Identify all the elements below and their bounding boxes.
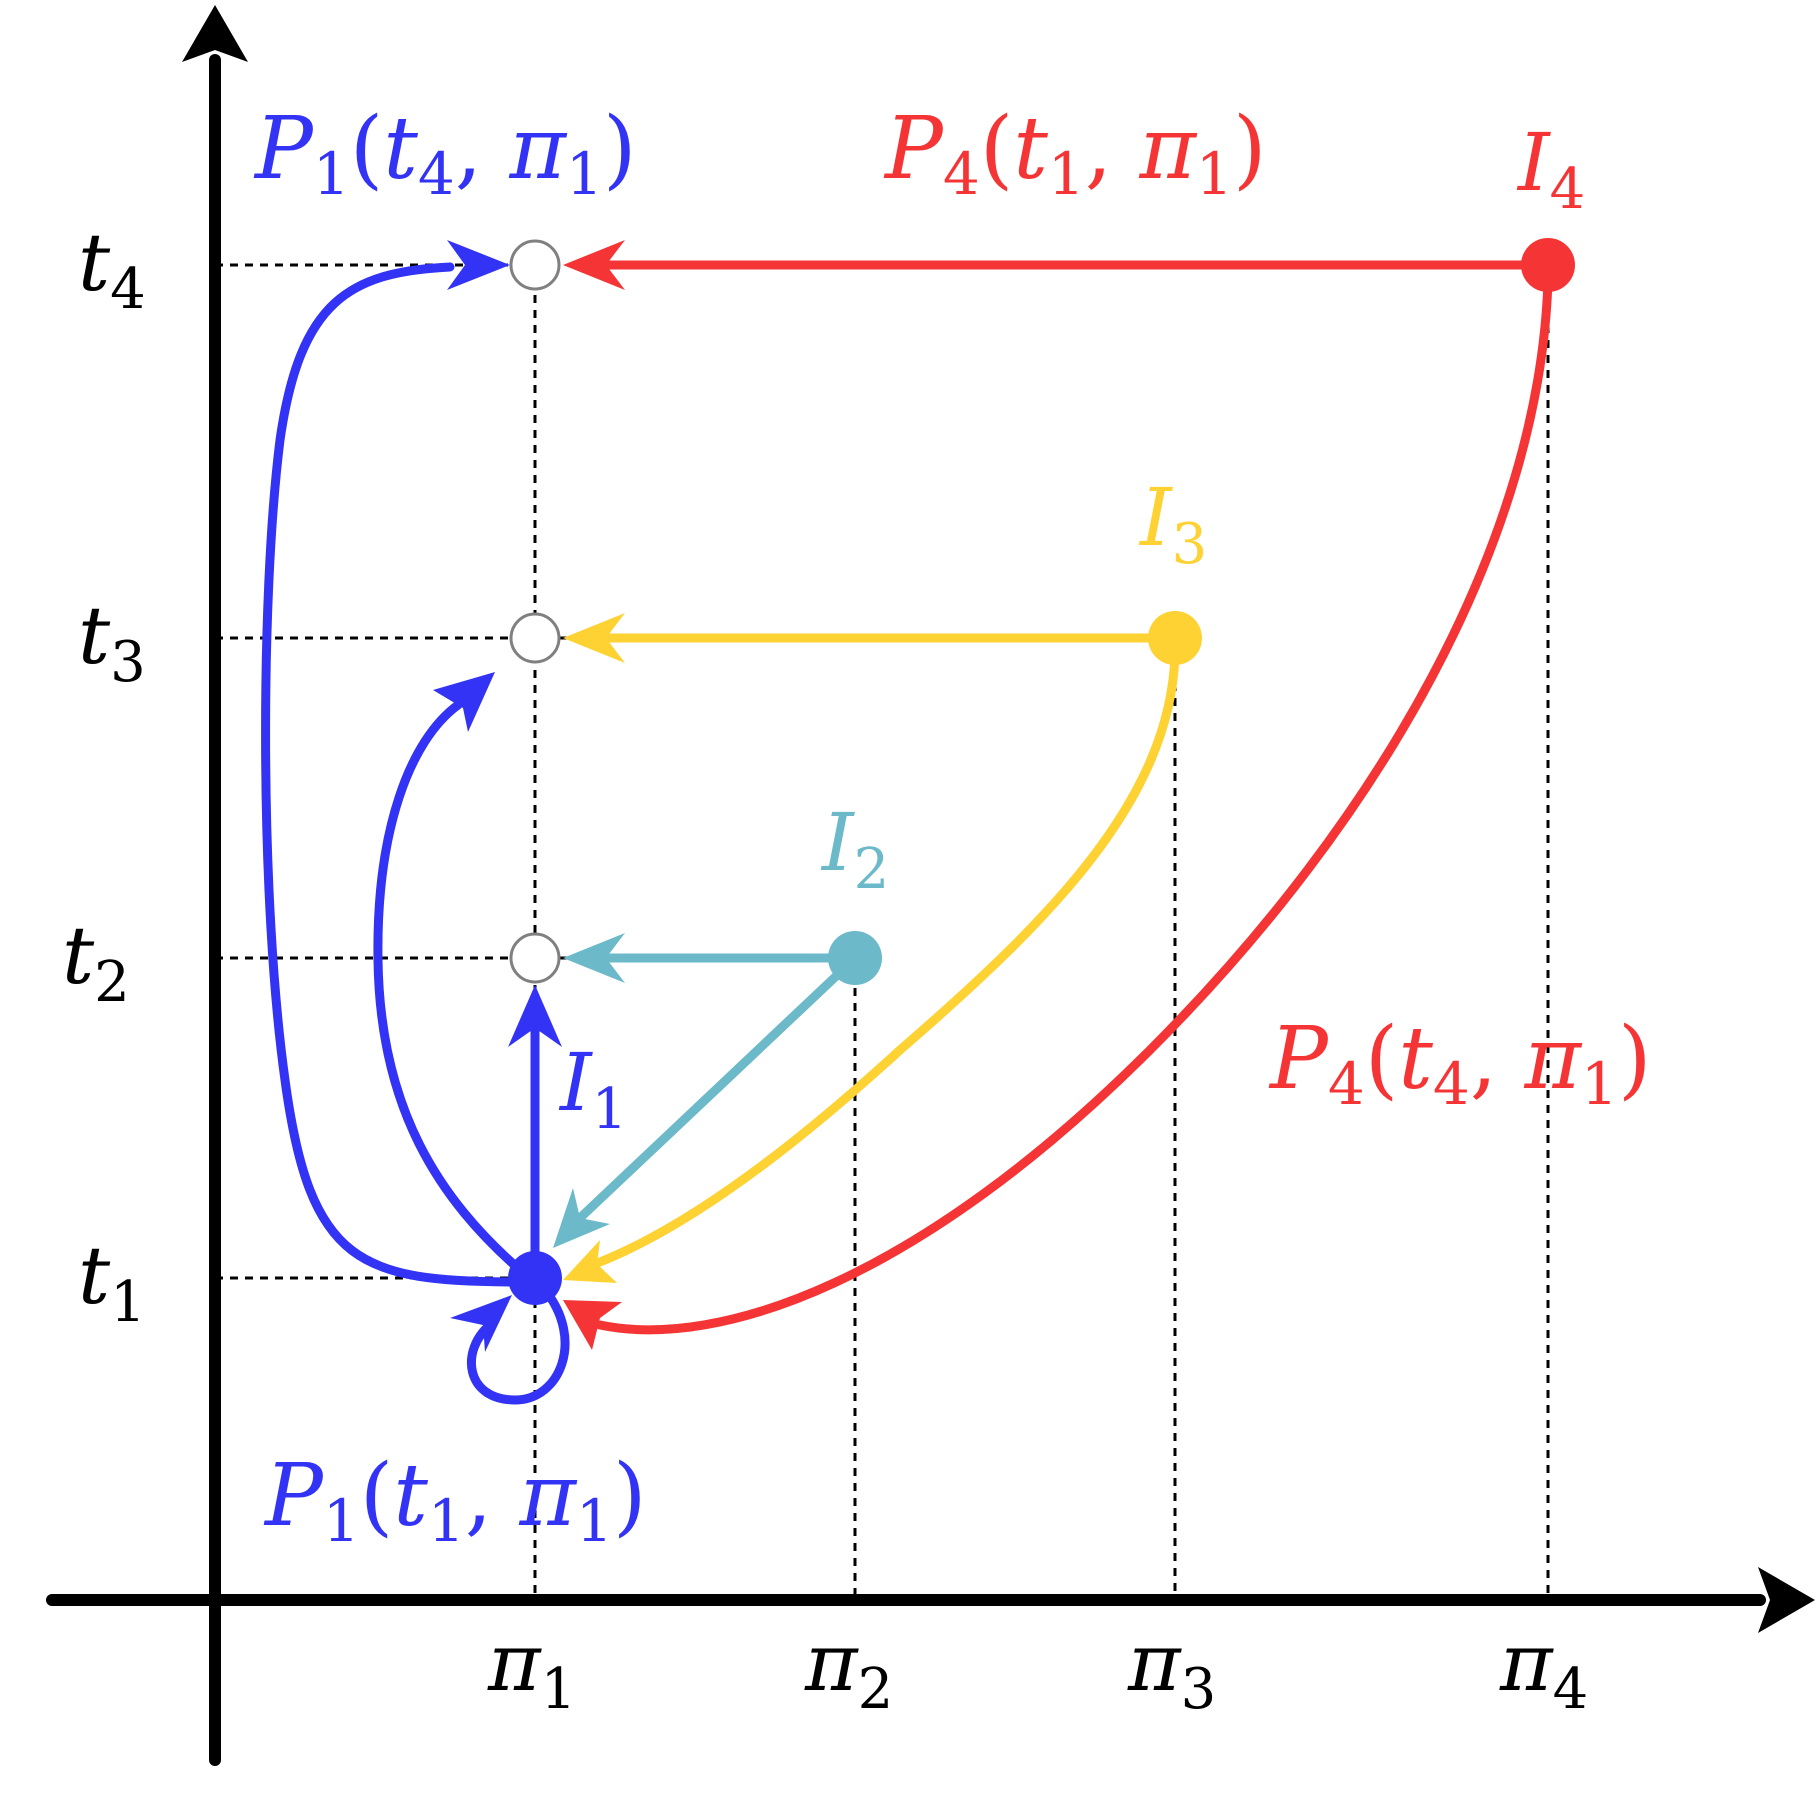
node-I1 — [508, 1251, 562, 1305]
label-I1: I1 — [558, 1036, 627, 1142]
label-P1-t4-pi1: P1(t4, π1) — [253, 99, 637, 208]
y-tick-t1: t1 — [78, 1229, 146, 1335]
node-I3 — [1148, 611, 1202, 665]
label-P4-t4-pi1: P4(t4, π1) — [1268, 1009, 1652, 1118]
label-P4-t1-pi1: P4(t1, π1) — [883, 99, 1267, 208]
flow-yellow-curve — [595, 650, 1180, 1267]
arrowhead-blue-t3 — [433, 672, 495, 732]
node-hollow-t4 — [509, 239, 561, 291]
flow-blue-curve-t3 — [373, 700, 525, 1275]
function-labels: P1(t4, π1) P4(t1, π1) P4(t4, π1) P1(t1, … — [253, 99, 1652, 1555]
node-labels: I4 I3 I2 I1 — [558, 116, 1585, 1142]
arrowhead-red-i1 — [563, 1300, 622, 1350]
node-I2 — [828, 931, 882, 985]
arrowhead-blue-self-loop — [450, 1295, 512, 1352]
x-tick-pi2: π2 — [804, 1616, 893, 1722]
x-tick-labels: π1 π2 π3 π4 — [487, 1616, 1588, 1722]
flow-red-curve — [595, 275, 1553, 1335]
nodes — [508, 238, 1575, 1305]
label-I3: I3 — [1138, 471, 1207, 577]
arrowhead-yellow-i1 — [563, 1240, 617, 1283]
flow-blue-curve-t4 — [261, 262, 525, 1287]
label-I4: I4 — [1516, 116, 1585, 222]
flow-blue-self-loop — [466, 1285, 570, 1405]
arrowhead-blue-t4 — [447, 240, 510, 290]
arrowhead-red-t4 — [563, 240, 625, 290]
node-hollow-t3 — [509, 612, 561, 664]
axes — [46, 5, 1815, 1766]
x-tick-pi1: π1 — [487, 1616, 576, 1722]
node-I4 — [1521, 238, 1575, 292]
node-hollow-t2 — [509, 932, 561, 984]
label-I2: I2 — [820, 796, 889, 902]
x-tick-pi4: π4 — [1499, 1616, 1588, 1722]
guide-lines — [215, 263, 1550, 1600]
x-axis-arrowhead — [1758, 1567, 1815, 1633]
y-axis-arrowhead — [182, 5, 248, 62]
arrowhead-teal-i1 — [553, 1188, 610, 1248]
arrowhead-blue-t2 — [508, 985, 562, 1047]
x-tick-pi3: π3 — [1127, 1616, 1216, 1722]
y-tick-t3: t3 — [78, 589, 146, 695]
y-tick-labels: t4 t3 t2 t1 — [62, 216, 146, 1335]
y-tick-t2: t2 — [62, 909, 130, 1015]
flows — [261, 240, 1553, 1405]
arrowhead-yellow-t3 — [563, 613, 625, 663]
label-P1-t1-pi1: P1(t1, π1) — [263, 1446, 647, 1555]
y-tick-t4: t4 — [78, 216, 146, 322]
arrowhead-teal-t2 — [563, 933, 625, 983]
flow-teal-diagonal — [575, 958, 855, 1223]
